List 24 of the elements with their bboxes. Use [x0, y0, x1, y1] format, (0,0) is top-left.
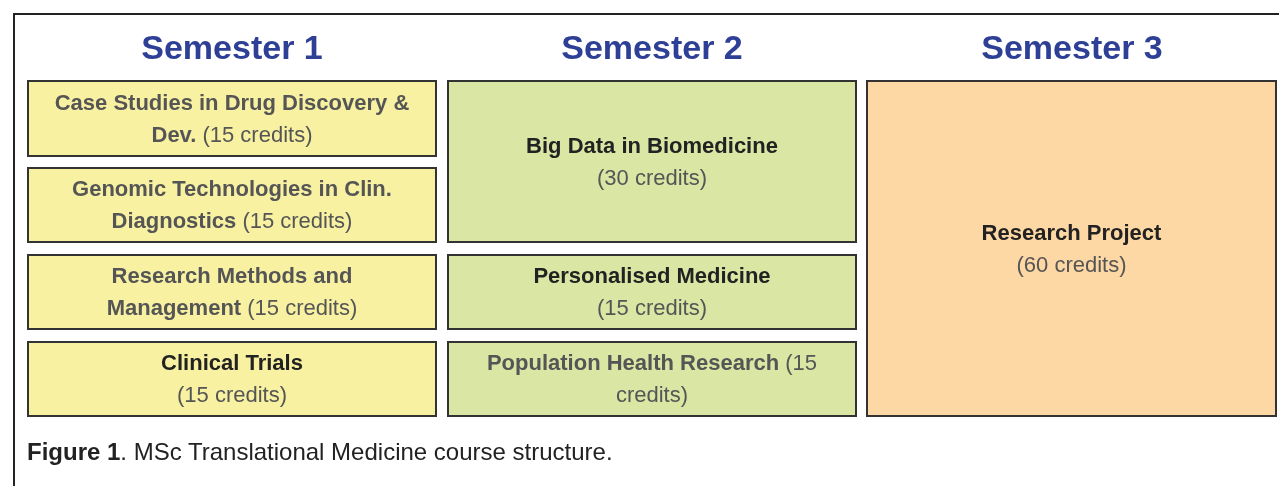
figure-caption: Figure 1. MSc Translational Medicine course structure.	[27, 438, 613, 466]
module-text: Population Health Research (15 credits)	[485, 349, 819, 409]
module-title: Personalised Medicine	[533, 262, 771, 290]
credits-text: (15 credits)	[176, 381, 287, 409]
semester-heading: Semester 3	[980, 28, 1164, 67]
credits-text: (15 credits)	[596, 294, 707, 322]
module-text: Genomic Technologies in Clin. Diagnostics (15 credits)	[71, 175, 393, 235]
course-box	[447, 80, 857, 243]
credits-text: (60 credits)	[1016, 250, 1127, 279]
semester-heading: Semester 2	[560, 28, 744, 67]
course-box	[866, 80, 1277, 417]
module-title: Big Data in Biomedicine	[526, 131, 778, 160]
course-box	[447, 254, 857, 330]
course-box	[447, 341, 857, 417]
semester-heading: Semester 1	[140, 28, 324, 67]
module-title: Research Project	[981, 218, 1162, 247]
module-text: Research Methods and Management (15 credits)	[105, 262, 359, 322]
module-title: Clinical Trials	[161, 349, 303, 377]
course-box	[27, 341, 437, 417]
course-box	[27, 167, 437, 243]
course-box	[27, 80, 437, 157]
module-text: Case Studies in Drug Discovery & Dev. (15 credits)	[53, 88, 411, 149]
credits-text: (30 credits)	[596, 163, 707, 192]
course-box	[27, 254, 437, 330]
